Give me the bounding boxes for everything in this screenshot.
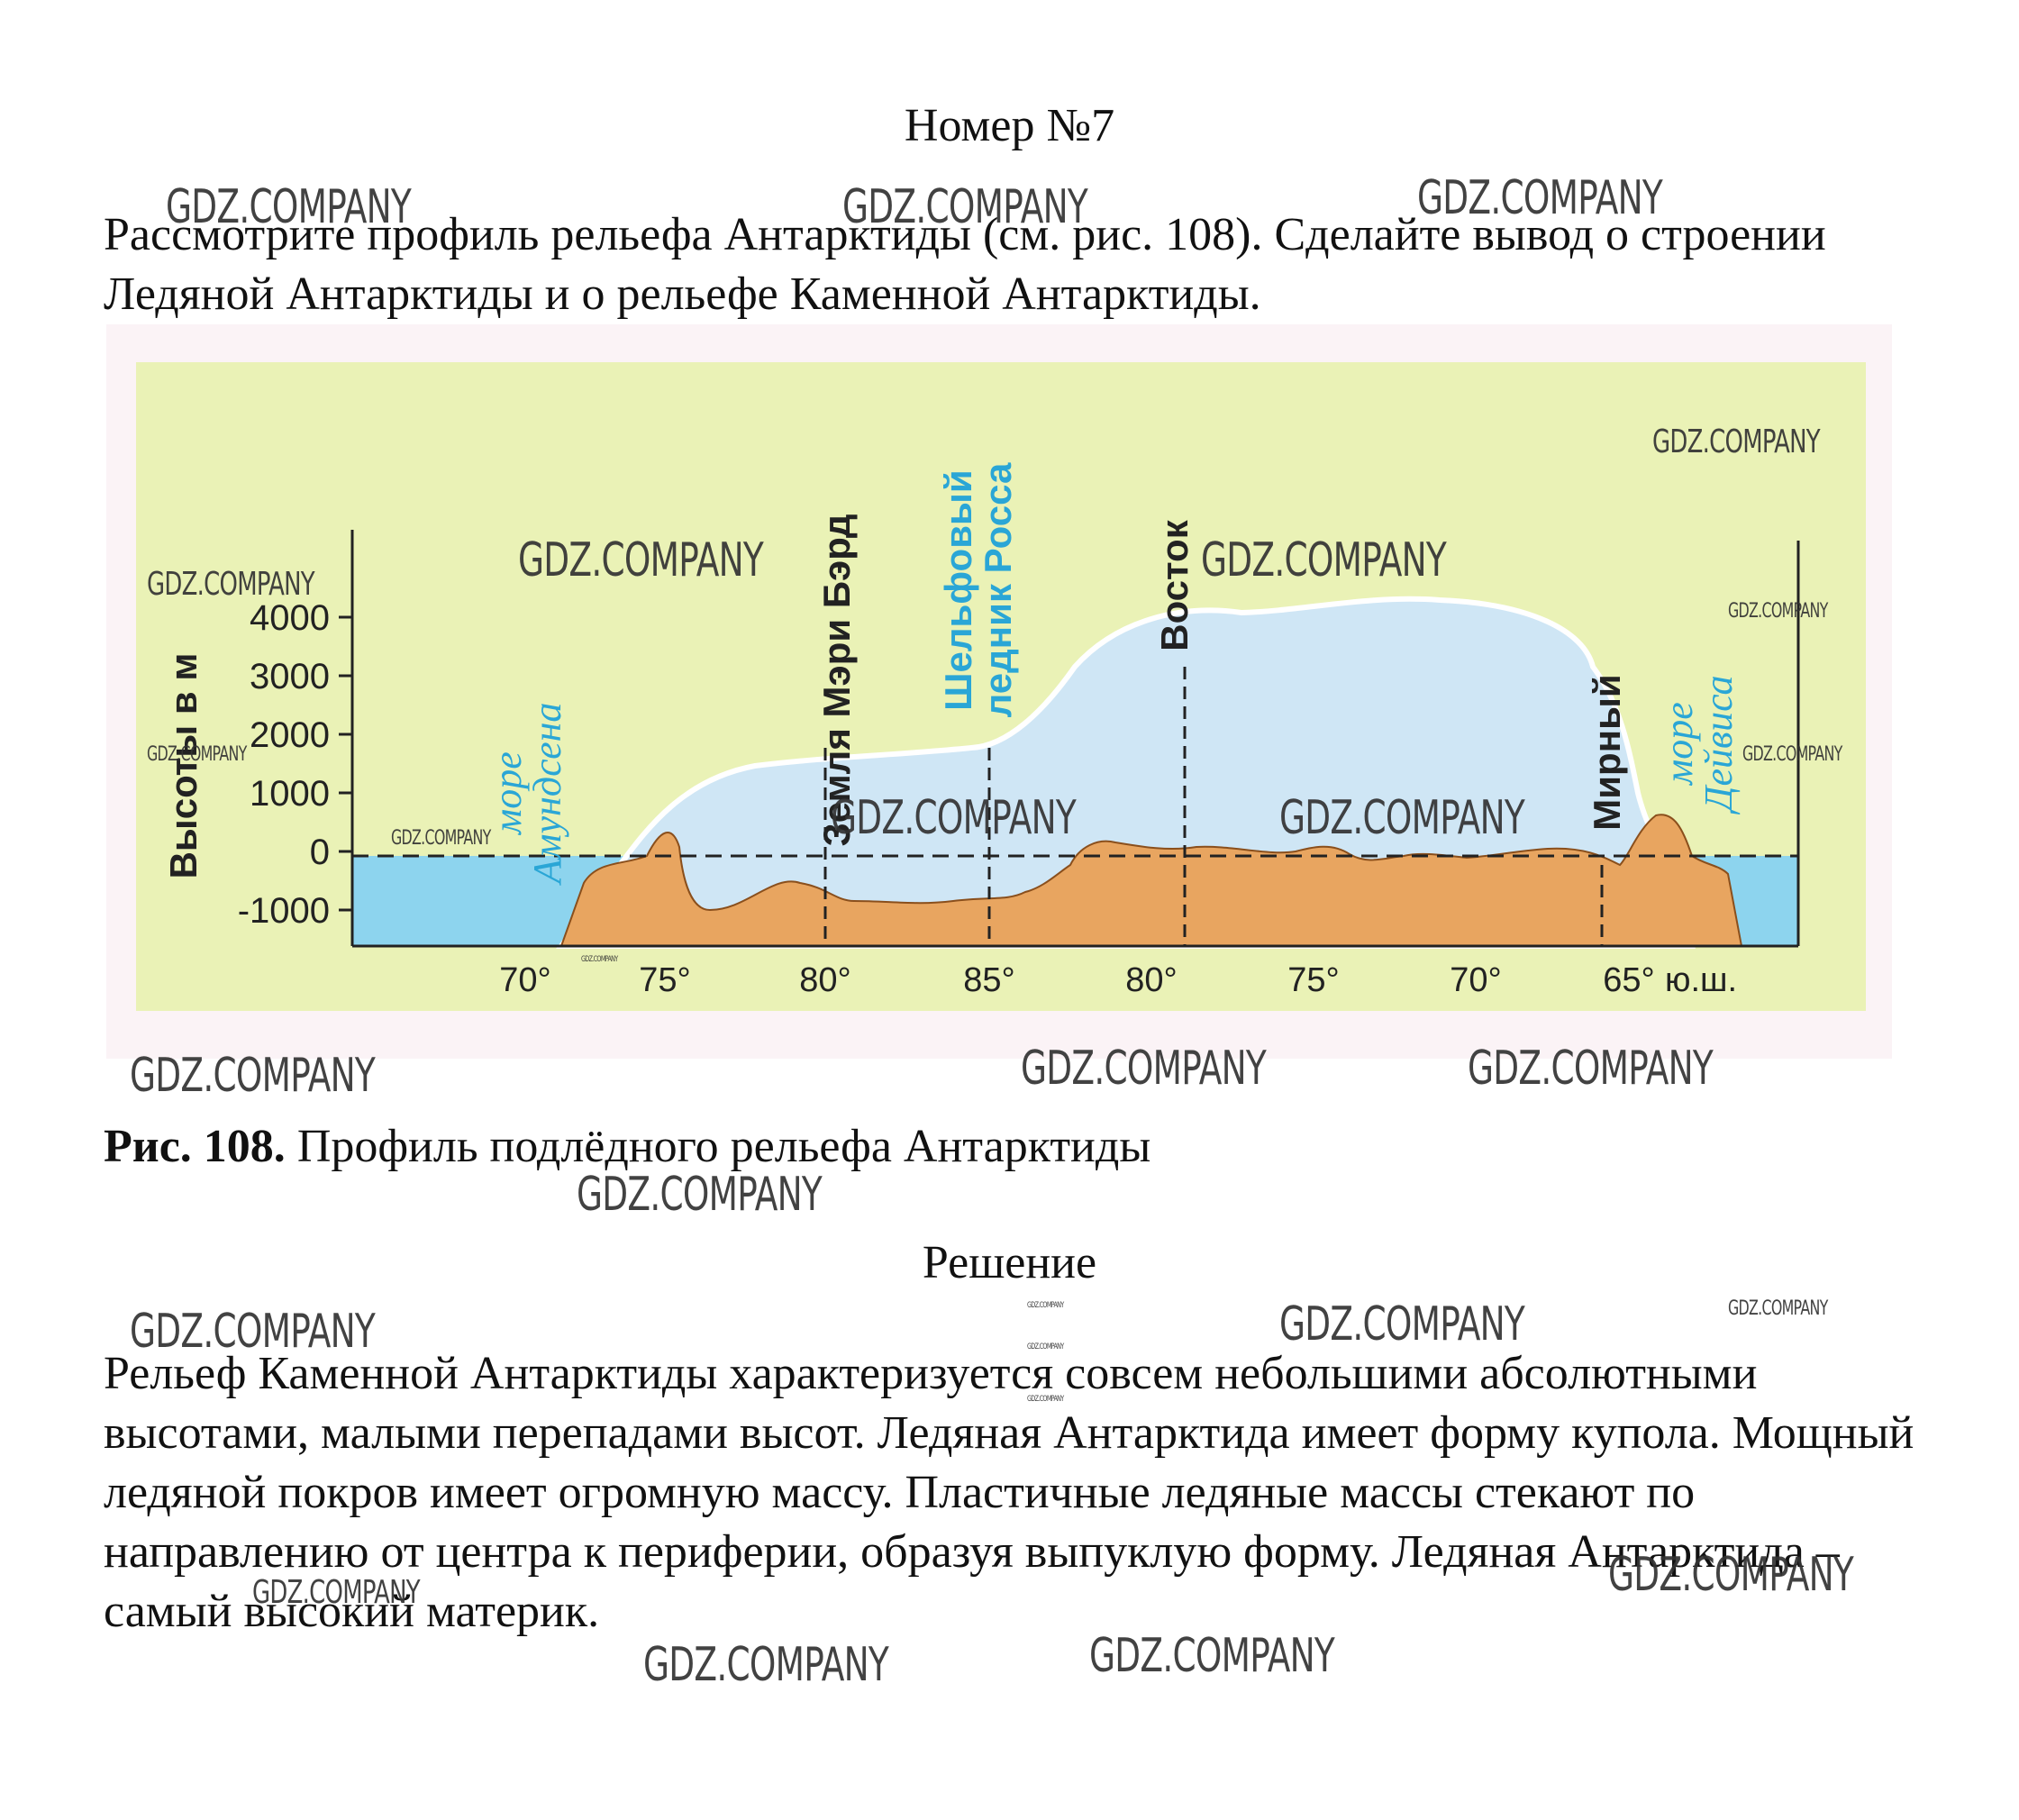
y-ticks: 4000 3000 2000 1000 0 -1000 [238, 598, 352, 931]
page-title: Номер №7 [904, 100, 1115, 151]
watermark: GDZ.COMPANY [1027, 1301, 1064, 1310]
watermark: GDZ.COMPANY [1468, 1042, 1714, 1096]
watermark: GDZ.COMPANY [147, 566, 315, 603]
figure-relief-profile: 4000 3000 2000 1000 0 -1000 70° 75° 80° 85° 80° 75… [106, 324, 1892, 1059]
watermark: GDZ.COMPANY [831, 791, 1077, 845]
watermark: GDZ.COMPANY [1279, 1297, 1525, 1351]
task-text: Рассмотрите профиль рельефа Антарктиды (… [104, 209, 1826, 320]
y-tick-label: 4000 [250, 598, 330, 638]
watermark: GDZ.COMPANY [252, 1574, 421, 1611]
watermark: GDZ.COMPANY [577, 1168, 823, 1222]
x-tick-label: 85° [963, 961, 1014, 999]
y-tick-label: 2000 [250, 715, 330, 755]
watermark: GDZ.COMPANY [130, 1049, 376, 1103]
y-tick-label: 3000 [250, 657, 330, 696]
watermark: GDZ.COMPANY [1728, 600, 1828, 623]
watermark: GDZ.COMPANY [1027, 1395, 1064, 1404]
x-tick-label: 75° [639, 961, 690, 999]
x-ticks: 70° 75° 80° 85° 80° 75° 70° 65° ю.ш. [499, 961, 1737, 999]
caption-text: Профиль подлёдного рельефа Антарктиды [285, 1121, 1151, 1172]
watermark: GDZ.COMPANY [391, 827, 491, 850]
label-sea-davis: мореДейвиса [1657, 675, 1741, 814]
label-mary-byrd-land: Земля Мэри Бэрд [815, 514, 858, 846]
watermark: GDZ.COMPANY [147, 743, 247, 766]
watermark: GDZ.COMPANY [1027, 1342, 1064, 1351]
label-vostok: Восток [1153, 519, 1196, 651]
y-tick-label: 0 [310, 833, 330, 872]
watermark: GDZ.COMPANY [643, 1638, 889, 1692]
watermark: GDZ.COMPANY [1021, 1042, 1267, 1096]
watermark: GDZ.COMPANY [1652, 423, 1821, 460]
watermark: GDZ.COMPANY [1417, 171, 1663, 225]
bedrock [559, 814, 1743, 947]
x-tick-label: 75° [1287, 961, 1339, 999]
watermark: GDZ.COMPANY [1728, 1297, 1828, 1320]
watermark: GDZ.COMPANY [842, 180, 1088, 234]
y-tick-label: -1000 [238, 891, 330, 931]
watermark: GDZ.COMPANY [1279, 791, 1525, 845]
watermark: GDZ.COMPANY [581, 955, 618, 964]
y-tick-label: 1000 [250, 774, 330, 814]
solution-heading: Решение [922, 1237, 1097, 1288]
watermark: GDZ.COMPANY [518, 533, 764, 587]
watermark: GDZ.COMPANY [1089, 1629, 1335, 1683]
watermark: GDZ.COMPANY [1201, 533, 1447, 587]
x-tick-label: 70° [499, 961, 550, 999]
x-tick-label: 65° [1603, 961, 1654, 999]
answer-text: Рельеф Каменной Антарктиды характеризует… [104, 1348, 1914, 1637]
caption-number: Рис. 108. [104, 1121, 286, 1172]
label-ross-shelf: Шельфовыйледник Росса [937, 462, 1019, 717]
relief-chart: 4000 3000 2000 1000 0 -1000 70° 75° 80° 85° 80° 75… [136, 362, 1866, 1011]
watermark: GDZ.COMPANY [130, 1305, 376, 1359]
x-unit-label: ю.ш. [1665, 961, 1737, 999]
label-mirny: Мирный [1586, 674, 1628, 831]
y-axis-label: Высоты в м [162, 653, 205, 879]
figure-caption: Рис. 108. Профиль подлёдного рельефа Ант… [104, 1117, 1150, 1177]
x-tick-label: 80° [799, 961, 850, 999]
watermark: GDZ.COMPANY [1742, 743, 1842, 766]
x-tick-label: 80° [1125, 961, 1177, 999]
watermark: GDZ.COMPANY [166, 180, 412, 234]
label-sea-amundsen: мореАмундсена [486, 703, 569, 887]
x-tick-label: 70° [1450, 961, 1501, 999]
watermark: GDZ.COMPANY [1608, 1548, 1854, 1602]
